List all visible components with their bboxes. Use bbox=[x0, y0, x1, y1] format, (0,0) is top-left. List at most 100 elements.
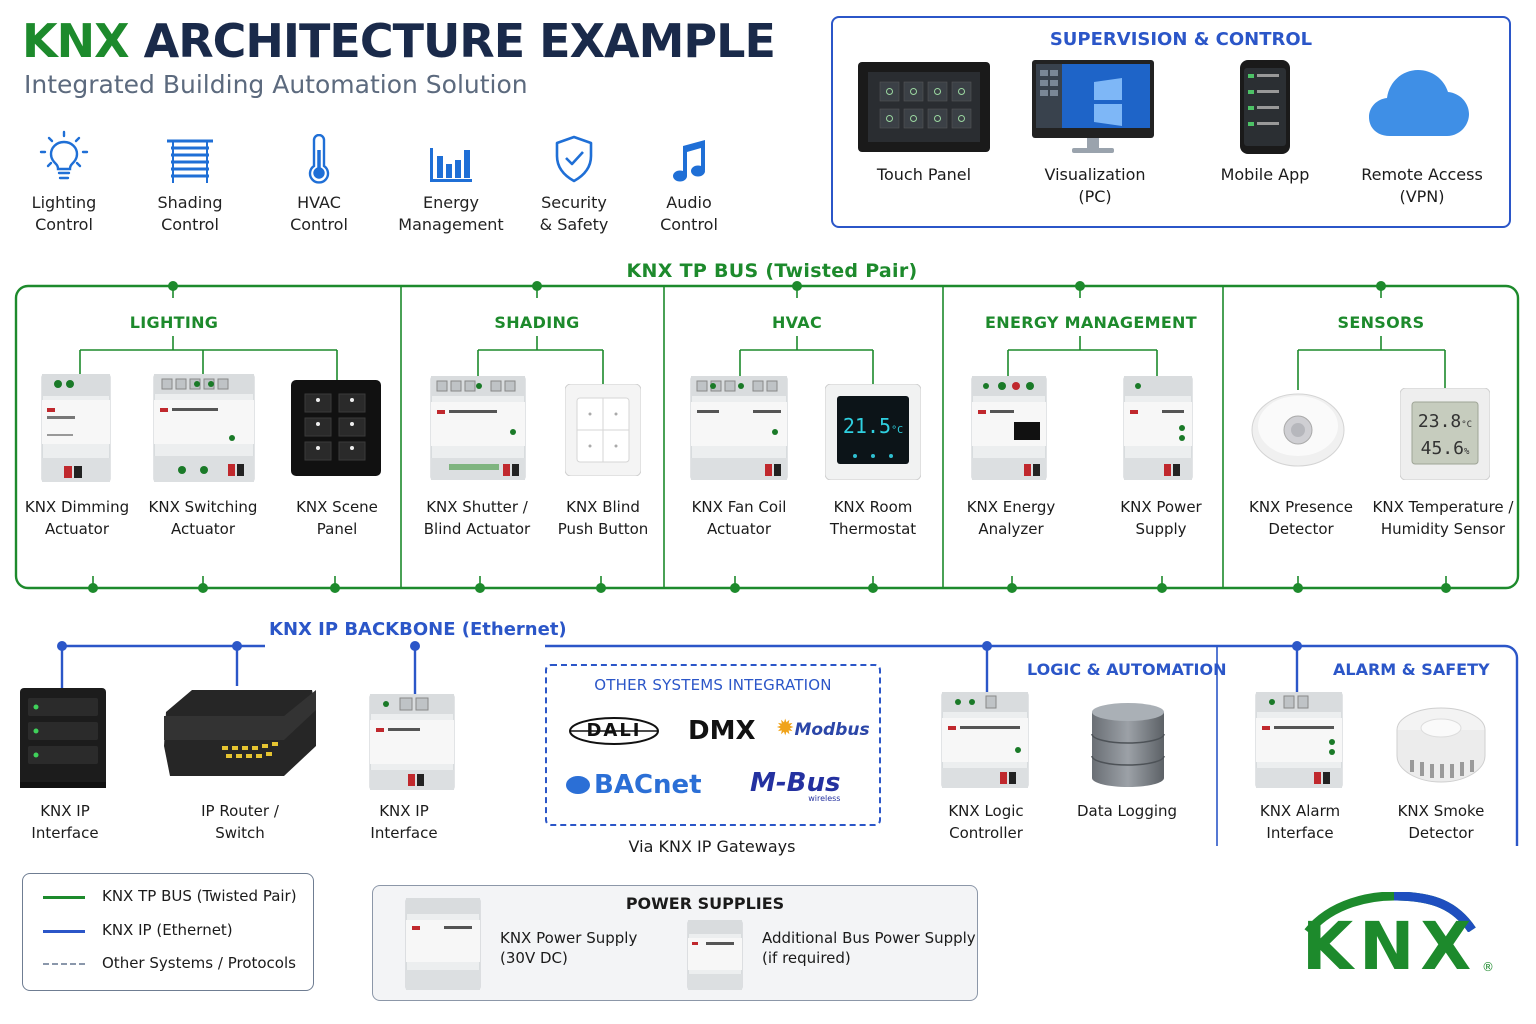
knx-logo-text: KNX bbox=[1302, 908, 1478, 985]
energy-analyzer-device[interactable] bbox=[970, 375, 1048, 484]
sensor-temp-unit: °C bbox=[1461, 420, 1473, 430]
thermometer-icon bbox=[308, 134, 330, 184]
section-title-sensors: SENSORS bbox=[1337, 313, 1425, 332]
supervision-title: SUPERVISION & CONTROL bbox=[1049, 29, 1313, 50]
legend-label-tp: KNX TP BUS (Twisted Pair) bbox=[102, 887, 297, 905]
section-title-shading: SHADING bbox=[494, 313, 580, 332]
gateways-note: Via KNX IP Gateways bbox=[628, 837, 796, 856]
ip-router-switch-device[interactable] bbox=[162, 686, 318, 784]
other-systems-box bbox=[545, 664, 881, 826]
page-subtitle: Integrated Building Automation Solution bbox=[24, 70, 528, 99]
music-note-icon bbox=[673, 140, 705, 182]
power-supplies-title: POWER SUPPLIES bbox=[625, 894, 785, 913]
knx-ip-interface-server-device[interactable] bbox=[18, 688, 108, 794]
knx-logo: KNX ® bbox=[1302, 892, 1502, 982]
lightbulb-icon bbox=[39, 130, 89, 180]
database-icon bbox=[1090, 702, 1166, 792]
ip-backbone-title: KNX IP BACKBONE (Ethernet) bbox=[269, 619, 567, 640]
section-title-energy: ENERGY MANAGEMENT bbox=[985, 313, 1197, 332]
feature-security: Security& Safety bbox=[514, 130, 634, 236]
switching-actuator-device[interactable] bbox=[152, 373, 256, 486]
alarm-interface-device[interactable] bbox=[1254, 691, 1344, 792]
dali-logo: DALI bbox=[568, 716, 660, 746]
dmx-logo: DMX bbox=[688, 716, 756, 746]
shield-check-icon bbox=[555, 135, 593, 183]
label-shutter-actuator: KNX Shutter /Blind Actuator bbox=[423, 498, 531, 538]
label-temp-humidity-sensor: KNX Temperature /Humidity Sensor bbox=[1372, 498, 1514, 538]
legend: KNX TP BUS (Twisted Pair) KNX IP (Ethern… bbox=[22, 873, 314, 991]
scene-panel-device[interactable] bbox=[291, 380, 381, 480]
mobile-app-label: Mobile App bbox=[1220, 165, 1310, 184]
thermostat-value: 21.5 bbox=[842, 414, 892, 438]
page-title: KNX ARCHITECTURE EXAMPLE bbox=[22, 14, 776, 68]
legend-line-ip bbox=[43, 930, 85, 933]
section-title-lighting: LIGHTING bbox=[129, 313, 219, 332]
blind-push-button-device[interactable] bbox=[564, 383, 642, 480]
dimming-actuator-device[interactable] bbox=[38, 373, 114, 486]
legend-label-other: Other Systems / Protocols bbox=[102, 954, 296, 972]
section-title-hvac: HVAC bbox=[771, 313, 822, 332]
bacnet-badge-icon bbox=[566, 776, 590, 794]
knx-ip-interface-device[interactable] bbox=[368, 693, 456, 794]
visualization-label: Visualization(PC) bbox=[1044, 165, 1146, 206]
main-power-supply-device[interactable] bbox=[404, 897, 482, 994]
main-power-supply-label: KNX Power Supply(30V DC) bbox=[500, 929, 638, 967]
modbus-gear-icon: ✹ bbox=[776, 716, 795, 741]
logic-automation-title: LOGIC & AUTOMATION bbox=[1027, 660, 1227, 679]
bacnet-logo: BACnet bbox=[566, 770, 702, 800]
shutter-actuator-device[interactable] bbox=[429, 375, 527, 484]
cloud-icon bbox=[1368, 68, 1470, 142]
legend-label-ip: KNX IP (Ethernet) bbox=[102, 921, 233, 939]
other-systems-title: OTHER SYSTEMS INTEGRATION bbox=[594, 676, 832, 694]
label-ip-router: IP Router /Switch bbox=[201, 802, 279, 842]
temp-humidity-sensor-device[interactable]: 23.8°C 45.6% bbox=[1400, 388, 1490, 480]
sensor-humidity-value: 45.6 bbox=[1420, 438, 1464, 459]
alarm-safety-title: ALARM & SAFETY bbox=[1333, 660, 1490, 679]
sensor-humidity-unit: % bbox=[1463, 447, 1470, 457]
power-supply-device[interactable] bbox=[1122, 375, 1194, 484]
label-data-logging: Data Logging bbox=[1076, 802, 1178, 820]
touch-panel-device[interactable] bbox=[858, 62, 990, 156]
tp-bus-title: KNX TP BUS (Twisted Pair) bbox=[626, 260, 918, 282]
remote-access-label: Remote Access(VPN) bbox=[1361, 165, 1483, 206]
thermostat-unit: °C bbox=[891, 425, 904, 436]
smoke-detector-device[interactable] bbox=[1394, 704, 1488, 792]
legend-line-tp bbox=[43, 896, 85, 899]
touch-panel-label: Touch Panel bbox=[876, 165, 972, 184]
shading-icon bbox=[167, 139, 213, 183]
presence-detector-device[interactable] bbox=[1250, 386, 1346, 472]
additional-power-supply-device[interactable] bbox=[686, 919, 744, 994]
visualization-pc-device[interactable] bbox=[1032, 60, 1154, 160]
fan-coil-actuator-device[interactable] bbox=[689, 375, 789, 484]
logic-controller-device[interactable] bbox=[940, 691, 1030, 792]
room-thermostat-device[interactable]: 21.5°C bbox=[825, 384, 921, 480]
mobile-app-device[interactable] bbox=[1240, 60, 1290, 158]
bar-chart-icon bbox=[430, 148, 472, 182]
knx-logo-registered: ® bbox=[1482, 960, 1494, 974]
additional-power-supply-label: Additional Bus Power Supply(if required) bbox=[762, 929, 976, 967]
legend-line-other bbox=[43, 963, 85, 965]
sensor-temp-value: 23.8 bbox=[1417, 411, 1462, 432]
modbus-logo: ✹Modbus bbox=[776, 716, 870, 741]
